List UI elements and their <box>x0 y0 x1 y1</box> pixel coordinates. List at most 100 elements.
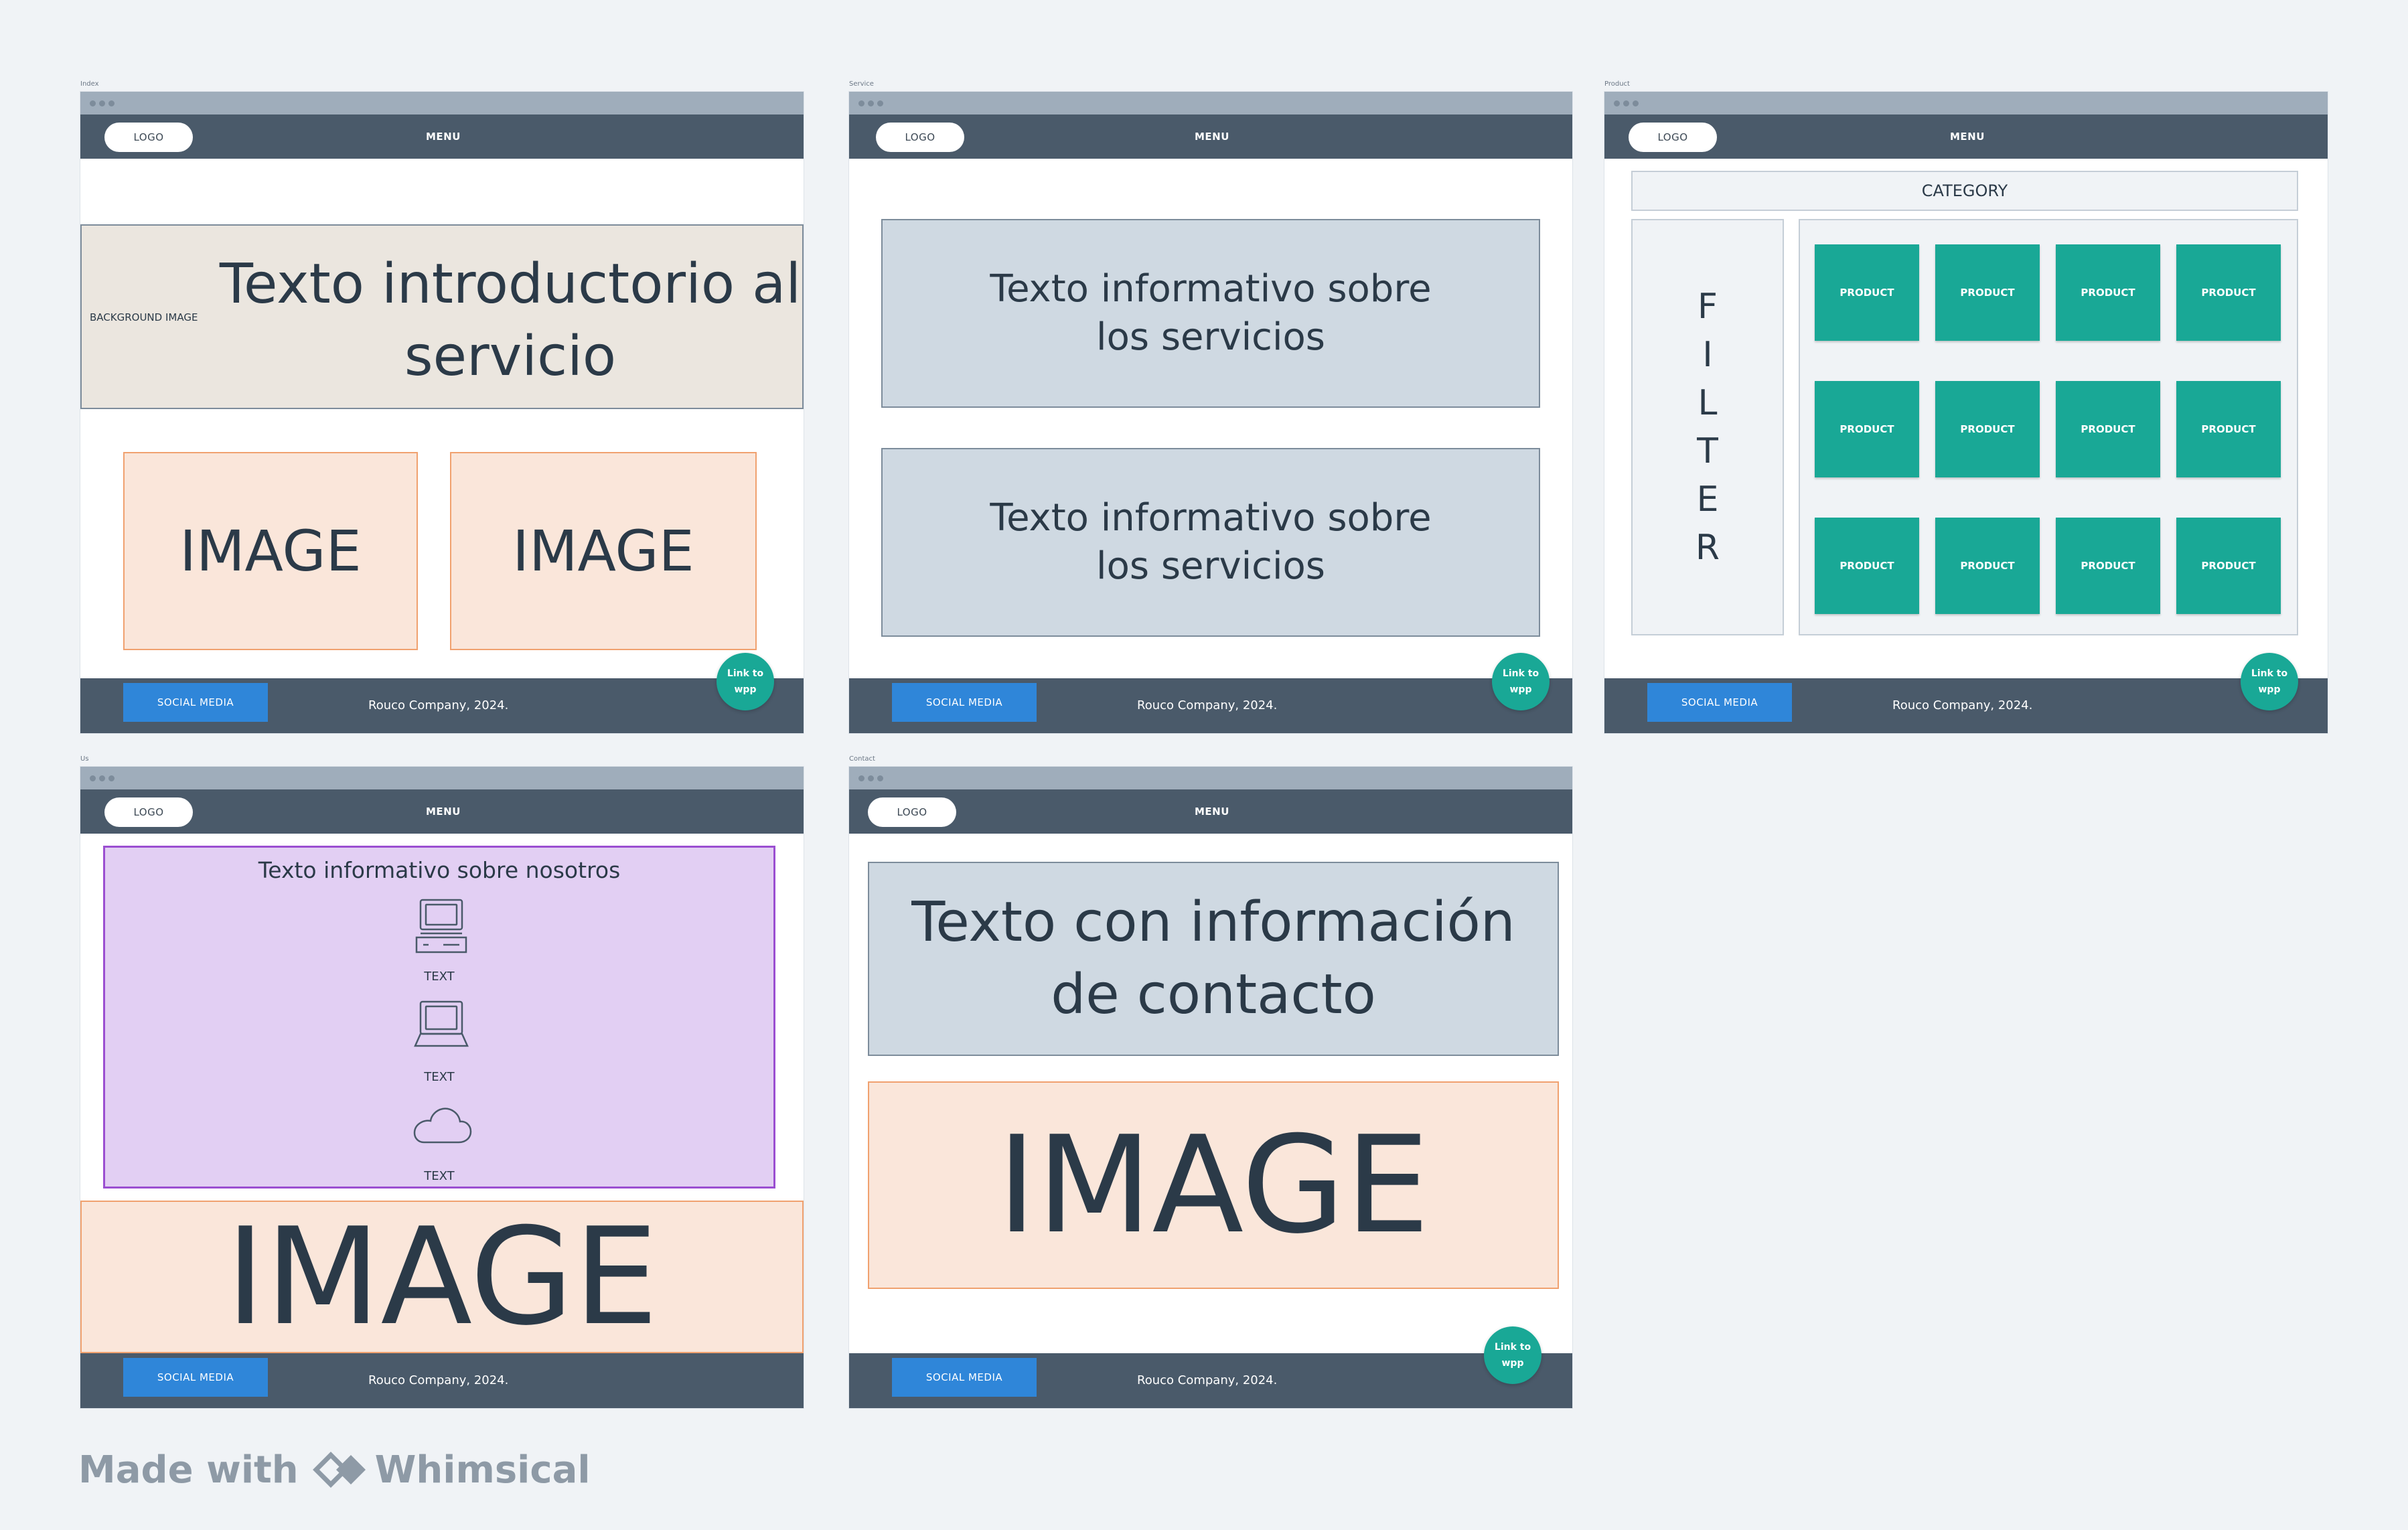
intro-text: Texto introductorio al servicio <box>219 252 802 388</box>
window-dots-icon <box>1614 100 1639 106</box>
menu-link[interactable]: MENU <box>1195 131 1229 143</box>
social-media-button[interactable]: SOCIAL MEDIA <box>892 683 1037 722</box>
services-info-box-1: Texto informativo sobre los servicios <box>881 219 1540 408</box>
window-dots-icon <box>90 775 115 781</box>
frame-label-index: Index <box>80 80 99 88</box>
browser-chrome <box>849 767 1572 789</box>
filter-label: FILTER <box>1695 287 1720 568</box>
category-bar[interactable]: CATEGORY <box>1631 171 2298 211</box>
copyright-text: Rouco Company, 2024. <box>1137 698 1278 712</box>
wpp-label-line1: Link to <box>1502 668 1539 679</box>
social-media-button[interactable]: SOCIAL MEDIA <box>123 1358 268 1397</box>
browser-chrome <box>80 767 804 789</box>
cloud-icon <box>413 1107 472 1144</box>
about-us-title: Texto informativo sobre nosotros <box>258 857 621 883</box>
laptop-icon <box>414 1000 469 1047</box>
product-card[interactable]: PRODUCT <box>1815 381 1919 477</box>
whatsapp-link-button[interactable]: Link to wpp <box>1492 653 1550 710</box>
product-grid: PRODUCT PRODUCT PRODUCT PRODUCT PRODUCT … <box>1799 219 2298 635</box>
browser-chrome <box>80 92 804 114</box>
background-image-label: BACKGROUND IMAGE <box>90 311 198 323</box>
logo-button[interactable]: LOGO <box>104 797 193 827</box>
copyright-text: Rouco Company, 2024. <box>368 1373 509 1387</box>
logo-button[interactable]: LOGO <box>1629 123 1717 152</box>
wpp-label-line1: Link to <box>727 668 764 679</box>
about-us-item-text-2: TEXT <box>424 1070 455 1084</box>
social-media-button[interactable]: SOCIAL MEDIA <box>123 683 268 722</box>
wpp-label-line2: wpp <box>734 684 757 695</box>
image-placeholder-1: IMAGE <box>123 452 418 650</box>
made-with-whimsical-watermark: Made with Whimsical <box>78 1443 591 1497</box>
browser-chrome <box>849 92 1572 114</box>
product-card[interactable]: PRODUCT <box>2176 518 2281 614</box>
image-placeholder-large: IMAGE <box>80 1199 804 1355</box>
menu-link[interactable]: MENU <box>1195 806 1229 818</box>
hero-background-image: BACKGROUND IMAGE Texto introductorio al … <box>80 224 804 409</box>
frame-label-us: Us <box>80 755 89 763</box>
frame-label-service: Service <box>849 80 874 88</box>
product-card[interactable]: PRODUCT <box>1935 244 2040 341</box>
menu-link[interactable]: MENU <box>426 806 461 818</box>
product-card[interactable]: PRODUCT <box>1815 244 1919 341</box>
whatsapp-link-button[interactable]: Link to wpp <box>2241 653 2298 710</box>
image-placeholder-contact: IMAGE <box>868 1081 1559 1289</box>
nav-bar: LOGO MENU <box>1604 114 2328 159</box>
product-card[interactable]: PRODUCT <box>2056 518 2160 614</box>
whimsical-brand-text: Whimsical <box>374 1448 591 1492</box>
about-us-item-text-3: TEXT <box>424 1169 455 1183</box>
product-card[interactable]: PRODUCT <box>1935 518 2040 614</box>
frame-label-product: Product <box>1604 80 1630 88</box>
wpp-label-line1: Link to <box>1494 1342 1531 1353</box>
wpp-label-line1: Link to <box>2251 668 2288 679</box>
services-info-box-2: Texto informativo sobre los servicios <box>881 448 1540 637</box>
wireframe-product: LOGO MENU CATEGORY FILTER PRODUCT PRODUC… <box>1604 92 2328 733</box>
nav-bar: LOGO MENU <box>80 789 804 834</box>
product-card[interactable]: PRODUCT <box>2176 244 2281 341</box>
footer: SOCIAL MEDIA Rouco Company, 2024. <box>849 678 1572 733</box>
wpp-label-line2: wpp <box>2258 684 2281 695</box>
product-card[interactable]: PRODUCT <box>2056 244 2160 341</box>
footer: SOCIAL MEDIA Rouco Company, 2024. <box>80 1353 804 1408</box>
logo-button[interactable]: LOGO <box>876 123 964 152</box>
wireframe-service: LOGO MENU Texto informativo sobre los se… <box>849 92 1572 733</box>
logo-button[interactable]: LOGO <box>868 797 956 827</box>
footer: SOCIAL MEDIA Rouco Company, 2024. <box>1604 678 2328 733</box>
product-card[interactable]: PRODUCT <box>1935 381 2040 477</box>
wireframe-us: LOGO MENU Texto informativo sobre nosotr… <box>80 767 804 1408</box>
about-us-panel: Texto informativo sobre nosotros TEXT TE… <box>103 846 775 1189</box>
copyright-text: Rouco Company, 2024. <box>368 698 509 712</box>
product-card[interactable]: PRODUCT <box>1815 518 1919 614</box>
made-with-text: Made with <box>78 1448 299 1492</box>
menu-link[interactable]: MENU <box>1950 131 1985 143</box>
browser-chrome <box>1604 92 2328 114</box>
image-placeholder-2: IMAGE <box>450 452 757 650</box>
wireframe-index: LOGO MENU BACKGROUND IMAGE Texto introdu… <box>80 92 804 733</box>
nav-bar: LOGO MENU <box>80 114 804 159</box>
window-dots-icon <box>858 100 883 106</box>
about-us-item-text-1: TEXT <box>424 970 455 984</box>
whatsapp-link-button[interactable]: Link to wpp <box>1484 1326 1541 1384</box>
copyright-text: Rouco Company, 2024. <box>1892 698 2033 712</box>
wireframe-contact: LOGO MENU Texto con información de conta… <box>849 767 1572 1408</box>
product-card[interactable]: PRODUCT <box>2056 381 2160 477</box>
footer: SOCIAL MEDIA Rouco Company, 2024. <box>80 678 804 733</box>
nav-bar: LOGO MENU <box>849 789 1572 834</box>
frame-label-contact: Contact <box>849 755 875 763</box>
social-media-button[interactable]: SOCIAL MEDIA <box>1647 683 1792 722</box>
desktop-computer-icon <box>415 899 467 953</box>
whimsical-logo-icon <box>312 1452 366 1488</box>
window-dots-icon <box>858 775 883 781</box>
logo-button[interactable]: LOGO <box>104 123 193 152</box>
whatsapp-link-button[interactable]: Link to wpp <box>717 653 774 710</box>
window-dots-icon <box>90 100 115 106</box>
contact-info-box: Texto con información de contacto <box>868 862 1559 1056</box>
menu-link[interactable]: MENU <box>426 131 461 143</box>
social-media-button[interactable]: SOCIAL MEDIA <box>892 1358 1037 1397</box>
wpp-label-line2: wpp <box>1501 1358 1524 1369</box>
wpp-label-line2: wpp <box>1509 684 1532 695</box>
filter-panel[interactable]: FILTER <box>1631 219 1784 635</box>
nav-bar: LOGO MENU <box>849 114 1572 159</box>
copyright-text: Rouco Company, 2024. <box>1137 1373 1278 1387</box>
footer: SOCIAL MEDIA Rouco Company, 2024. <box>849 1353 1572 1408</box>
product-card[interactable]: PRODUCT <box>2176 381 2281 477</box>
